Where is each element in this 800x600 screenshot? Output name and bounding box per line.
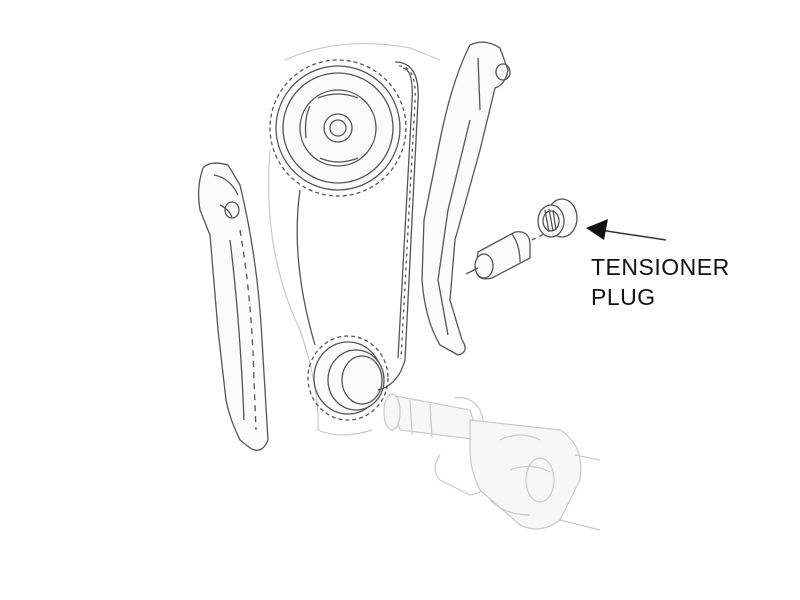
callout-arrow	[586, 219, 667, 241]
timing-chain	[296, 61, 419, 391]
crankshaft	[383, 393, 601, 531]
camshaft-sprocket	[269, 59, 407, 197]
tensioner-rail	[197, 162, 269, 451]
callout-line-2: PLUG	[591, 284, 656, 310]
crankshaft-sprocket	[307, 335, 389, 421]
callout-line-1: TENSIONER	[591, 254, 730, 280]
tensioner-plug	[531, 198, 578, 241]
tensioner-piston	[465, 231, 531, 280]
tensioner-plug-label: TENSIONER PLUG	[591, 252, 730, 312]
guide-rail	[421, 41, 511, 356]
engine-block-outline	[268, 42, 441, 436]
